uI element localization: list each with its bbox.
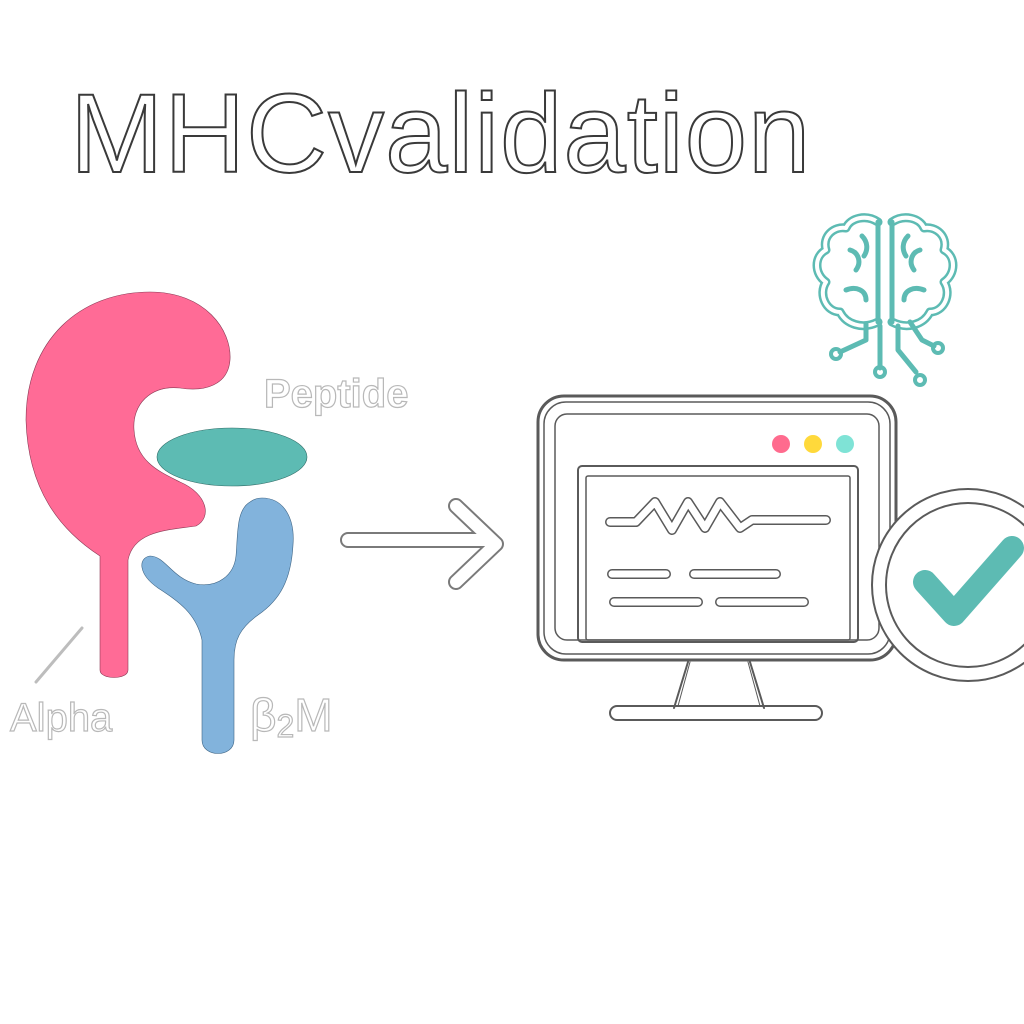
checkmark-icon [871,488,1024,682]
window-dot-teal [836,435,854,453]
peptide-shape [156,427,308,487]
brain-circuit-icon [812,213,958,387]
arrow-right-icon [340,498,504,590]
diagram-title: MHCvalidation [69,71,812,196]
window-dot-red [772,435,790,453]
peptide-label: Peptide [263,372,409,416]
beta-subscript: 2 [276,708,295,744]
beta2m-shape [141,497,294,754]
alpha-pointer-line [34,626,84,684]
beta2m-label: β2M [249,689,334,744]
alpha-label: Alpha [9,696,113,740]
alpha-chain-shape [25,291,231,678]
window-dot-yellow [804,435,822,453]
beta-symbol: β [249,689,277,741]
beta-suffix: M [294,689,334,741]
monitor-icon [536,394,898,721]
